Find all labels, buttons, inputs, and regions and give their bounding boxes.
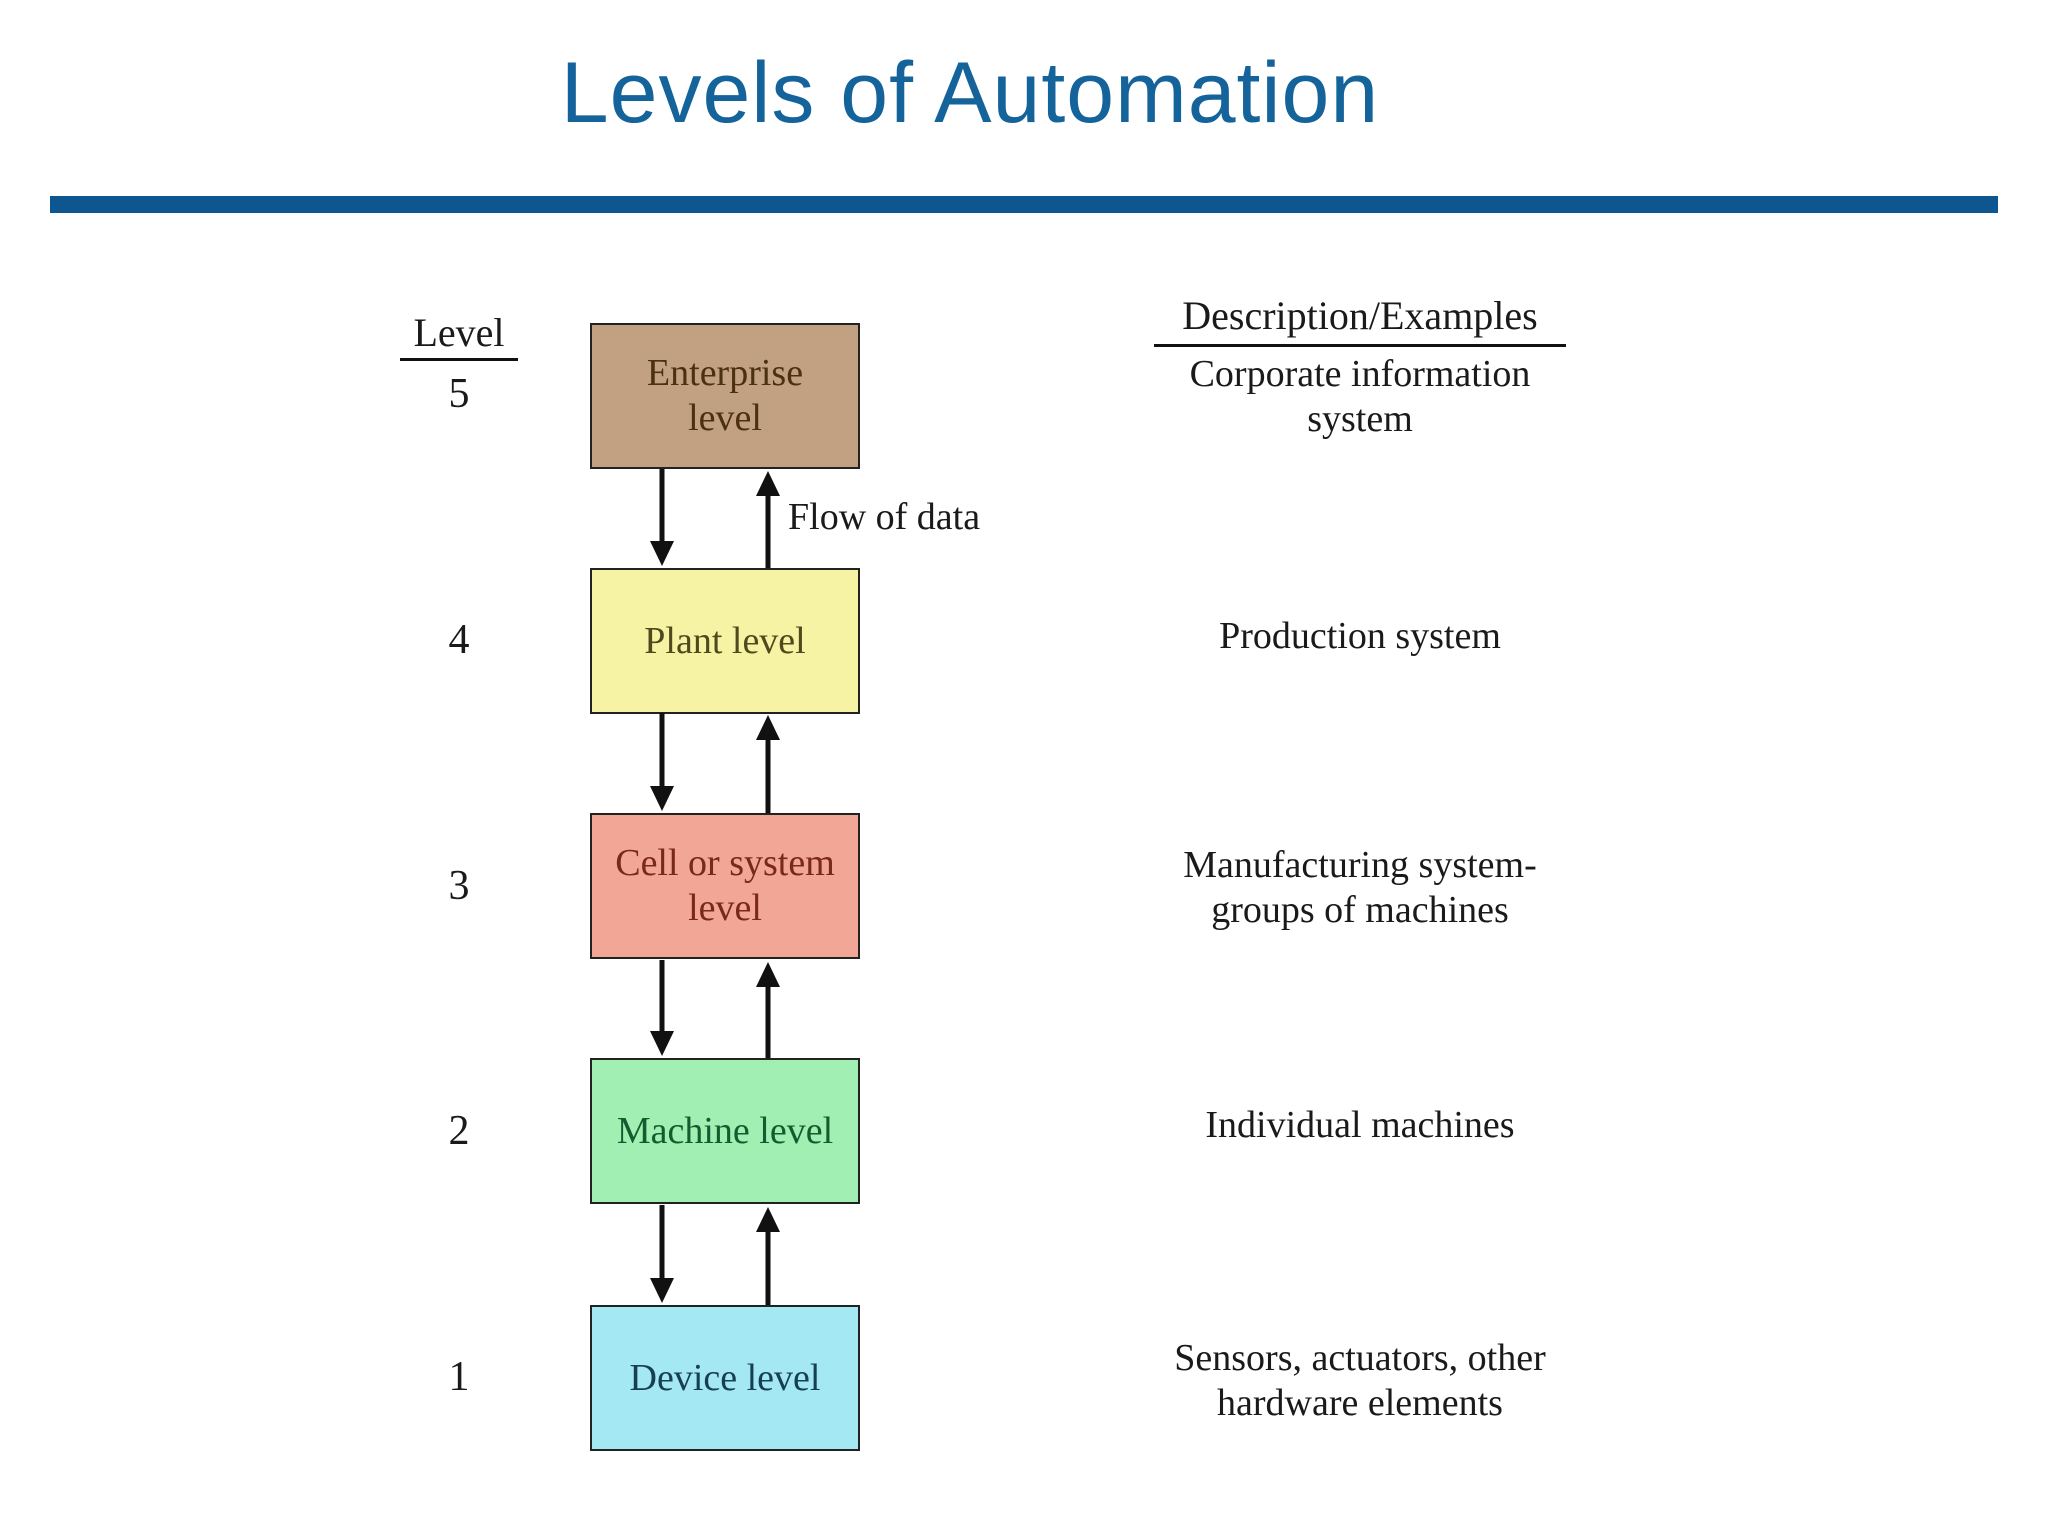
description-cell-or-system: Manufacturing system- groups of machines xyxy=(1183,844,1537,931)
level-box-machine: Machine level xyxy=(590,1058,860,1204)
level-number-4: 4 xyxy=(448,617,470,663)
level-number-2: 2 xyxy=(448,1108,470,1154)
flow-arrows-gap-4-3 xyxy=(590,713,860,813)
level-box-enterprise: Enterprise level xyxy=(590,323,860,469)
down-up-arrow-icon xyxy=(650,960,780,1058)
flow-arrows-gap-5-4 xyxy=(590,469,860,568)
down-up-arrow-icon xyxy=(650,1205,780,1305)
level-number-3: 3 xyxy=(448,863,470,909)
description-plant: Production system xyxy=(1219,615,1501,657)
description-enterprise: Corporate information system xyxy=(1189,353,1531,440)
description-machine: Individual machines xyxy=(1205,1104,1515,1146)
down-up-arrow-icon xyxy=(650,469,780,568)
level-number-5: 5 xyxy=(448,371,470,417)
down-up-arrow-icon xyxy=(650,713,780,813)
level-number-1: 1 xyxy=(448,1354,470,1400)
flow-arrows-gap-2-1 xyxy=(590,1205,860,1305)
description-device: Sensors, actuators, other hardware eleme… xyxy=(1174,1337,1546,1424)
level-box-cell-or-system: Cell or system level xyxy=(590,813,860,959)
description-column-header: Description/Examples xyxy=(1154,292,1566,347)
title-divider-bar xyxy=(50,196,1998,213)
level-box-device: Device level xyxy=(590,1305,860,1451)
level-column-header: Level xyxy=(400,310,518,361)
flow-of-data-label: Flow of data xyxy=(788,496,981,538)
level-box-plant: Plant level xyxy=(590,568,860,714)
flow-arrows-gap-3-2 xyxy=(590,960,860,1058)
page-title: Levels of Automation xyxy=(560,45,1380,141)
